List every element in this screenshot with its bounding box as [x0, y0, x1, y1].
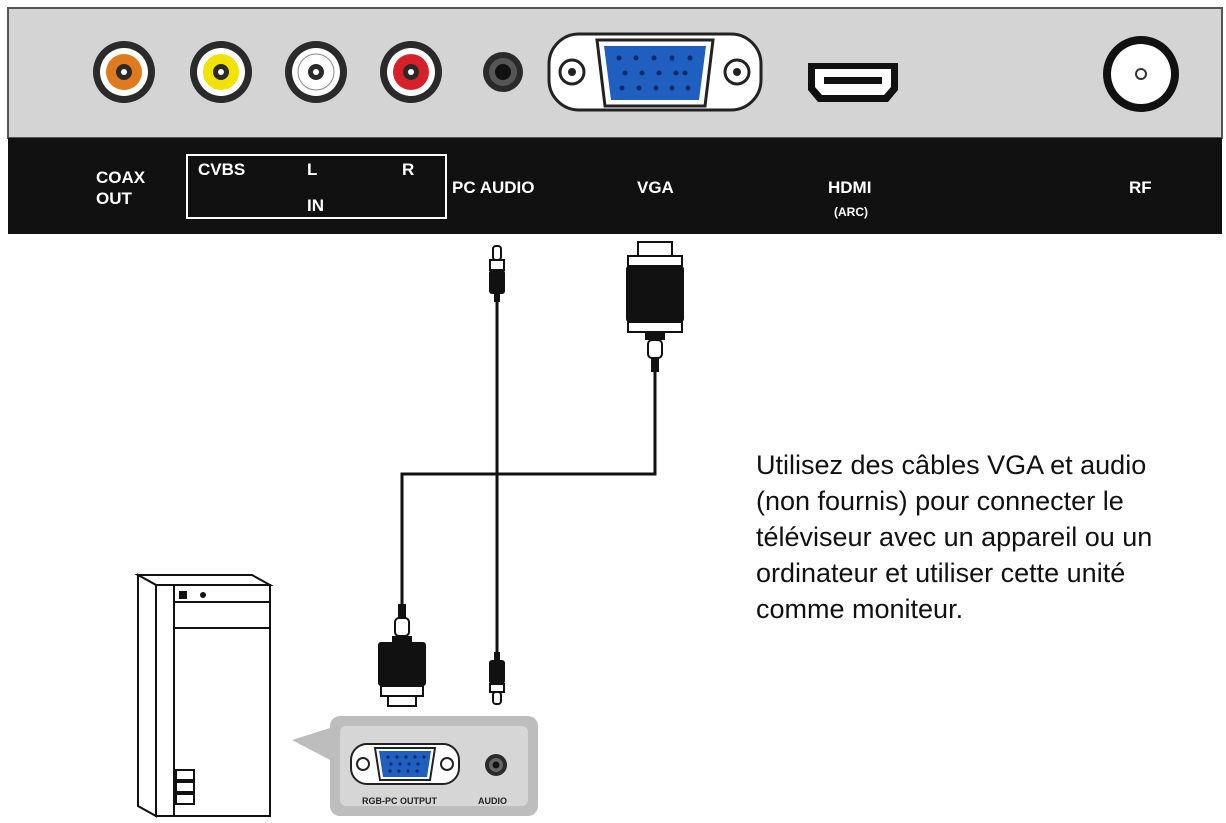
rgb-pc-output-label: RGB-PC OUTPUT — [362, 796, 437, 806]
hdmi-port — [808, 63, 898, 102]
pc-audio-jack — [483, 52, 523, 92]
instruction-text: Utilisez des câbles VGA et audio (non fo… — [756, 447, 1206, 627]
left-label: L — [307, 160, 317, 179]
vga-port-face — [604, 46, 706, 100]
instruction-line: téléviseur avec un appareil ou un — [756, 522, 1153, 552]
vga-label: VGA — [637, 178, 674, 197]
tv-back-panel: COAX OUT CVBS L R IN PC AUDIO VGA HDMI (… — [7, 7, 1223, 234]
coax-label: COAX — [96, 168, 146, 187]
right-label: R — [402, 160, 414, 179]
pc-vga-port — [350, 743, 460, 785]
coax-out-jack — [93, 41, 155, 103]
in-group-box — [186, 154, 447, 219]
hdmi-label: HDMI — [828, 178, 871, 197]
vga-plug-bottom — [378, 604, 426, 707]
coax-label-2: OUT — [96, 189, 133, 208]
cvbs-label: CVBS — [198, 160, 245, 179]
pc-audio-out-jack — [485, 754, 507, 776]
audio-left-jack — [285, 41, 347, 103]
cables — [400, 300, 657, 660]
vga-cable — [400, 372, 657, 608]
pc-tower — [134, 573, 274, 818]
in-label: IN — [307, 196, 324, 215]
pc-vga-face — [379, 751, 431, 777]
audio-right-jack — [380, 41, 442, 103]
vga-plug-top — [626, 241, 684, 372]
rf-label: RF — [1129, 178, 1152, 197]
callout-pointer — [292, 728, 330, 760]
instruction-line: Utilisez des câbles VGA et audio — [756, 450, 1147, 480]
instruction-line: ordinateur et utiliser cette unité — [756, 558, 1126, 588]
cvbs-jack — [190, 41, 252, 103]
vga-port — [547, 32, 763, 112]
vga-pins — [616, 55, 693, 91]
hdmi-arc-label: (ARC) — [834, 205, 868, 219]
pc-output-panel: RGB-PC OUTPUT AUDIO — [330, 716, 538, 816]
audio-plug-bottom — [489, 652, 505, 705]
rf-port — [1103, 36, 1179, 112]
instruction-line: (non fournis) pour connecter le — [756, 486, 1124, 516]
instruction-line: comme moniteur. — [756, 594, 964, 624]
audio-plug-top — [489, 245, 505, 302]
pc-audio-label: PC AUDIO — [452, 178, 535, 197]
pc-audio-out-label: AUDIO — [478, 796, 507, 806]
